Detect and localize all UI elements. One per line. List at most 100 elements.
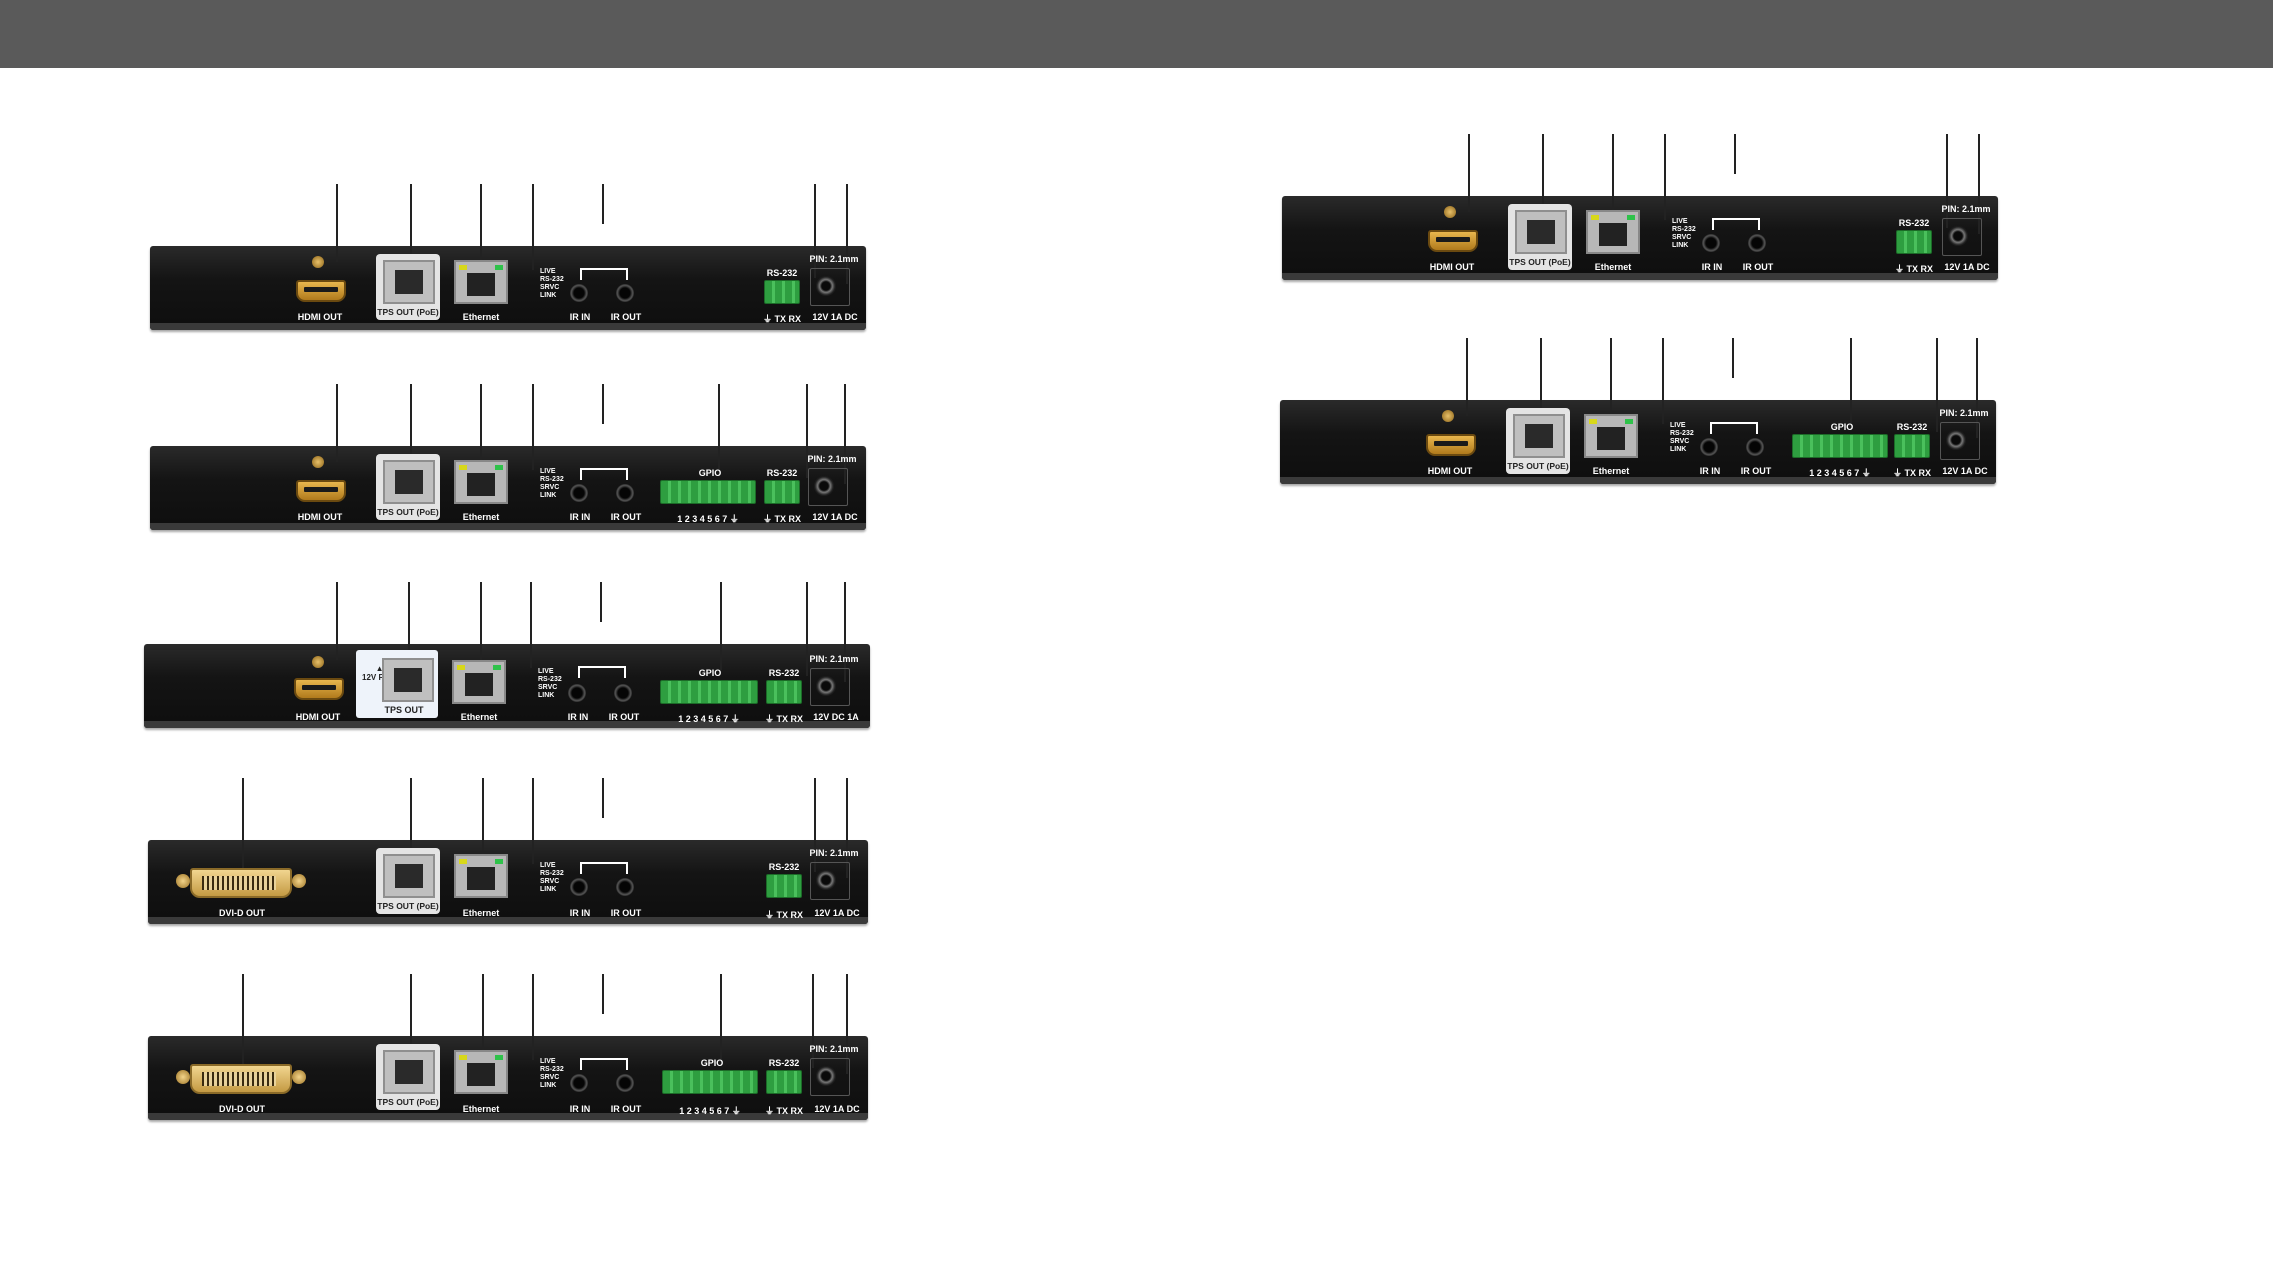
rj45-port-icon: [383, 1050, 435, 1094]
hdmi-out-label: HDMI OUT: [1427, 466, 1473, 476]
ir-jack-icon: [570, 484, 588, 502]
ir-jack-icon: [570, 1074, 588, 1092]
tps-out-port: TPS OUT (PoE): [1508, 204, 1572, 270]
ir-in-label: IR IN: [1701, 262, 1723, 272]
header-bar: [0, 0, 2273, 68]
chassis: [1282, 196, 1998, 280]
ir-jack-icon: [568, 684, 586, 702]
ir-jack-icon: [616, 878, 634, 896]
ir-jack-icon: [616, 1074, 634, 1092]
hdmi-out-label: HDMI OUT: [1429, 262, 1475, 272]
rs232-label: RS-232: [1896, 422, 1928, 432]
power-label: 12V 1A DC: [812, 512, 858, 522]
terminal-block-icon: [1792, 434, 1888, 458]
terminal-block-icon: [766, 874, 802, 898]
ir-jack-icon: [1748, 234, 1766, 252]
rj45-port-icon: [383, 460, 435, 504]
ir-jack-icon: [570, 878, 588, 896]
ethernet-label: Ethernet: [1594, 262, 1632, 272]
rj45-port-icon: [383, 260, 435, 304]
dvi-out-label: DVI-D OUT: [219, 908, 265, 918]
gpio-pins-label: 1 2 3 4 5 6 7 ⏚: [678, 714, 740, 724]
gpio-pins-label: 1 2 3 4 5 6 7 ⏚: [1809, 468, 1871, 478]
rs232-pins-label: ⏚ TX RX: [762, 314, 801, 324]
terminal-block-icon: [1894, 434, 1930, 458]
ir-out-label: IR OUT: [608, 712, 640, 722]
ir-jack-icon: [1700, 438, 1718, 456]
dc-jack-icon: [1948, 226, 1968, 246]
ethernet-port: [454, 460, 508, 504]
pin-label: PIN: 2.1mm: [809, 654, 859, 664]
tps-out-label: TPS OUT (PoE): [377, 507, 439, 517]
power-label: 12V DC 1A: [813, 712, 859, 722]
ir-out-label: IR OUT: [610, 908, 642, 918]
gpio-pins-label: 1 2 3 4 5 6 7 ⏚: [679, 1106, 741, 1116]
rs232-label: RS-232: [1898, 218, 1930, 228]
rj45-port-icon: [1513, 414, 1565, 458]
ir-in-label: IR IN: [569, 908, 591, 918]
ethernet-port: [454, 260, 508, 304]
dc-jack-icon: [814, 476, 834, 496]
hdmi-port-icon: [296, 280, 346, 302]
pin-label: PIN: 2.1mm: [809, 848, 859, 858]
tps-out-label: TPS OUT (PoE): [377, 901, 439, 911]
ir-out-label: IR OUT: [610, 1104, 642, 1114]
terminal-block-icon: [660, 480, 756, 504]
warning-triangle-icon: ▲12V PWR: [362, 664, 398, 682]
rs232-pins-label: ⏚ TX RX: [1892, 468, 1931, 478]
terminal-block-icon: [766, 680, 802, 704]
ethernet-port: [454, 854, 508, 898]
ethernet-port: [1584, 414, 1638, 458]
power-label: 12V 1A DC: [812, 312, 858, 322]
ethernet-port: [1586, 210, 1640, 254]
hdmi-port-icon: [1428, 230, 1478, 252]
pin-label: PIN: 2.1mm: [1939, 408, 1989, 418]
dvi-port-icon: [190, 868, 292, 898]
rs232-label: RS-232: [768, 862, 800, 872]
ethernet-label: Ethernet: [462, 312, 500, 322]
tps-out-port: TPS OUT (PoE): [376, 1044, 440, 1110]
rj45-port-icon: [383, 854, 435, 898]
ir-jack-icon: [614, 684, 632, 702]
rs232-pins-label: ⏚ TX RX: [1894, 264, 1933, 274]
ir-in-label: IR IN: [569, 512, 591, 522]
dc-jack-icon: [816, 870, 836, 890]
tps-out-port: TPS OUT (PoE): [376, 454, 440, 520]
ethernet-label: Ethernet: [462, 908, 500, 918]
power-label: 12V 1A DC: [814, 1104, 860, 1114]
rj45-port-icon: [1515, 210, 1567, 254]
power-label: 12V 1A DC: [814, 908, 860, 918]
tps-out-port: ▲12V PWR TPS OUT: [356, 650, 438, 718]
ethernet-port: [454, 1050, 508, 1094]
ir-out-label: IR OUT: [610, 512, 642, 522]
ir-out-label: IR OUT: [1742, 262, 1774, 272]
chassis: [150, 246, 866, 330]
tps-out-label: TPS OUT (PoE): [1507, 461, 1569, 471]
ethernet-port: [452, 660, 506, 704]
power-label: 12V 1A DC: [1942, 466, 1988, 476]
ir-in-label: IR IN: [567, 712, 589, 722]
gpio-label: GPIO: [700, 1058, 724, 1068]
gpio-label: GPIO: [698, 668, 722, 678]
terminal-block-icon: [660, 680, 758, 704]
hdmi-port-icon: [296, 480, 346, 502]
dvi-out-label: DVI-D OUT: [219, 1104, 265, 1114]
dc-jack-icon: [816, 1066, 836, 1086]
pin-label: PIN: 2.1mm: [1941, 204, 1991, 214]
dvi-port-icon: [190, 1064, 292, 1094]
rs232-pins-label: ⏚ TX RX: [762, 514, 801, 524]
tps-out-label: TPS OUT (PoE): [377, 1097, 439, 1107]
rs232-pins-label: ⏚ TX RX: [764, 714, 803, 724]
pin-label: PIN: 2.1mm: [809, 1044, 859, 1054]
dc-jack-icon: [1946, 430, 1966, 450]
